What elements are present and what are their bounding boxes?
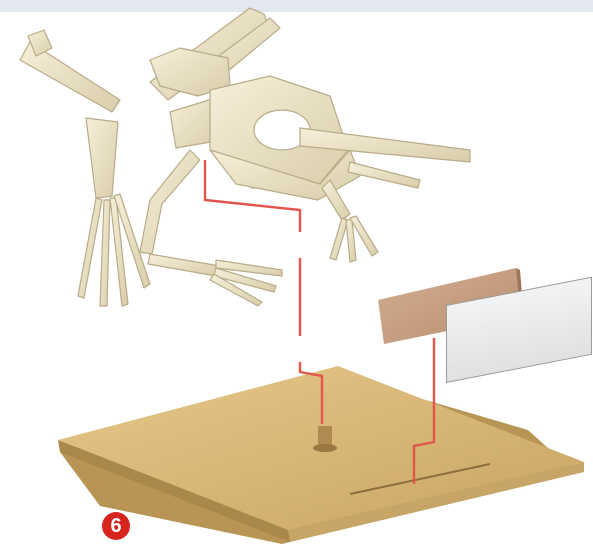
frog-skeleton: [20, 8, 470, 306]
step-number-badge: 6: [102, 512, 130, 540]
